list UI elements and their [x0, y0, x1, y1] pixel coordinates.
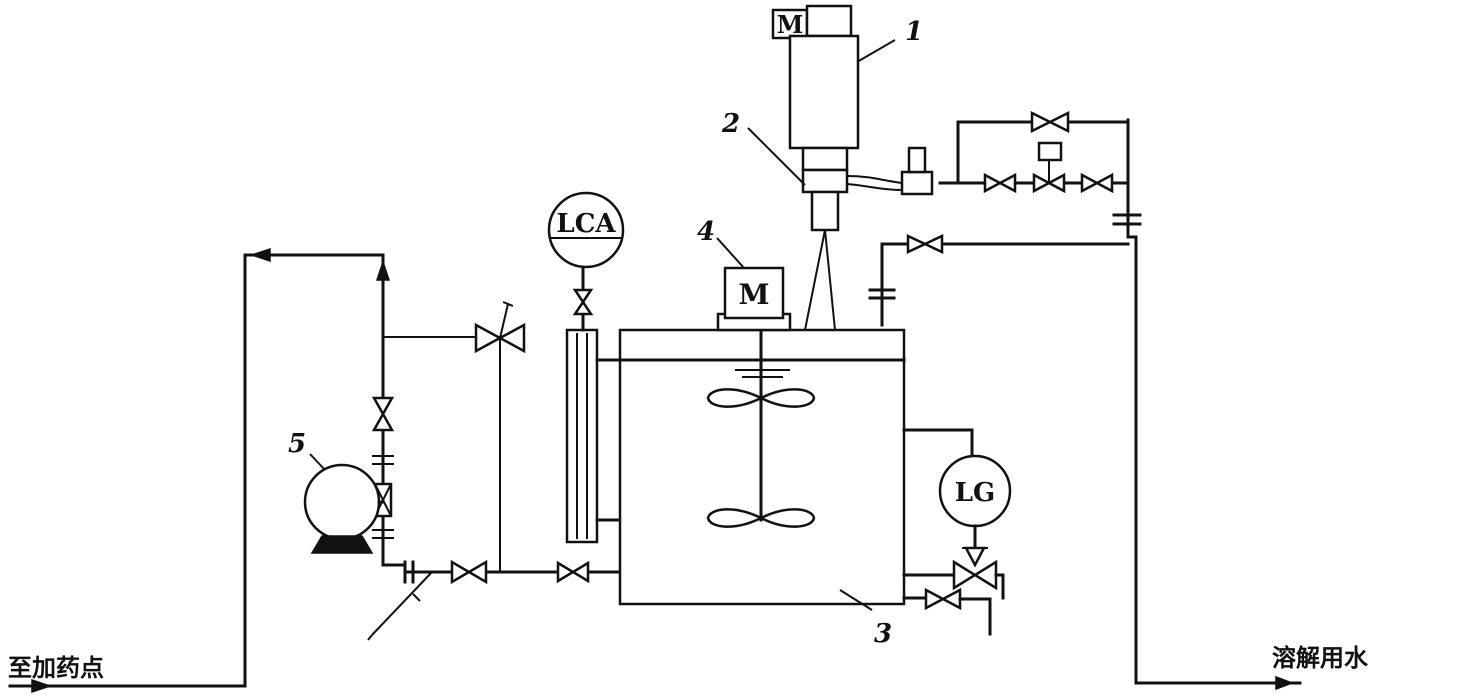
- label-2: 2: [721, 109, 740, 139]
- label-3: 3: [874, 619, 892, 649]
- discharge-line: [8, 247, 501, 694]
- leader-lines: [309, 39, 896, 611]
- bypass-valve: [1030, 110, 1070, 134]
- lg-instrument: [902, 428, 1012, 568]
- agitator: [706, 318, 816, 528]
- metering-pump: [303, 463, 385, 554]
- drain-lines: [902, 559, 1005, 636]
- pump-outlet-valve: [371, 396, 395, 432]
- label-4: 4: [697, 217, 715, 247]
- flange-lower: [372, 529, 394, 539]
- level-gauge-glass: [565, 328, 627, 544]
- tank-water-valve: [906, 234, 944, 254]
- label-5: 5: [288, 429, 306, 459]
- to-dosing-point-label: 至加药点: [8, 654, 104, 682]
- mixer-motor-label: M: [739, 278, 770, 311]
- label-1: 1: [905, 17, 923, 47]
- lca-label: LCA: [556, 209, 616, 239]
- feeder-water-connector: [846, 146, 934, 196]
- lg-label: LG: [955, 478, 996, 508]
- feeder-motor-label: M: [777, 10, 804, 39]
- dissolving-water-label: 溶解用水: [1272, 644, 1369, 672]
- flange-upper: [372, 455, 394, 465]
- water-valves-row: [983, 141, 1114, 194]
- lca-valve: [572, 263, 594, 332]
- back-pressure-valve: [474, 301, 526, 354]
- suction-line: [367, 559, 627, 641]
- mixer-motor: [716, 266, 792, 332]
- dry-feeder: [771, 4, 860, 331]
- lca-instrument: [547, 191, 625, 269]
